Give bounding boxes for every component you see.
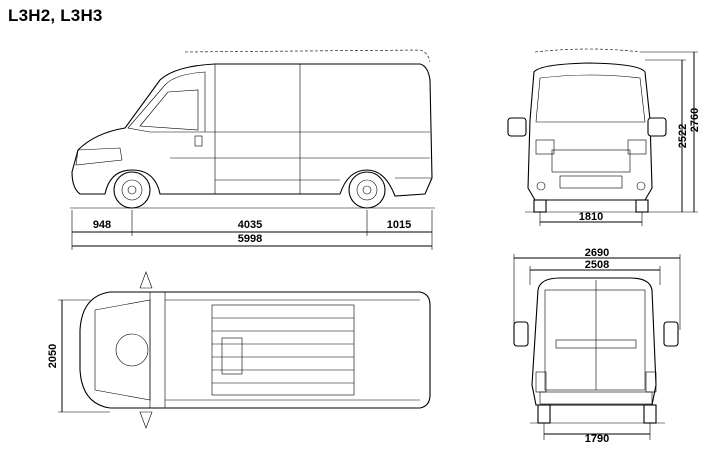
dim-front-overhang: 948 <box>93 219 111 231</box>
dim-track-front: 1810 <box>579 211 603 223</box>
side-view: 948 4035 1015 5998 <box>70 49 435 250</box>
dim-rear-overhang: 1015 <box>387 219 411 231</box>
dim-width-mirrors: 2690 <box>585 247 609 259</box>
front-view: 2522 2760 1810 <box>507 48 701 226</box>
dim-height-h2: 2522 <box>677 124 689 148</box>
dim-width-body: 2508 <box>585 259 609 271</box>
dim-track-rear: 1790 <box>585 433 609 445</box>
dim-overall-length: 5998 <box>238 233 262 245</box>
rear-view: 2690 2508 1790 <box>513 247 681 445</box>
dim-width-top: 2050 <box>47 344 59 368</box>
dim-height-h3: 2760 <box>689 108 701 132</box>
top-view: 2050 <box>47 271 431 429</box>
dim-wheelbase: 4035 <box>238 219 262 231</box>
page-title: L3H2, L3H3 <box>8 6 103 25</box>
